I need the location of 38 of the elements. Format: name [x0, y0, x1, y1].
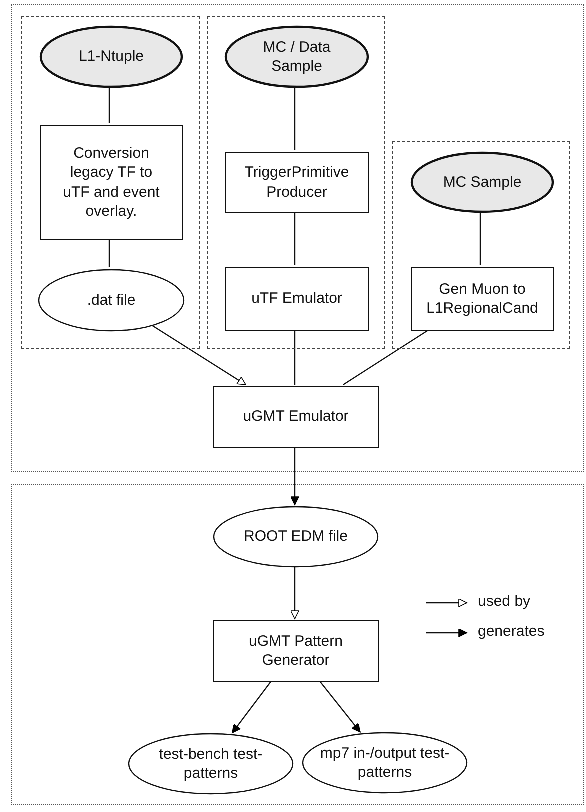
group-panel: [21, 16, 200, 349]
process-box: [40, 125, 183, 240]
file-ellipse: [302, 732, 468, 794]
node-label: ROOT EDM file: [243, 527, 349, 547]
group-panel: [207, 16, 385, 349]
node-label: TriggerPrimitive Producer: [244, 163, 350, 202]
process-box: [213, 386, 379, 448]
node-label: test-bench test-patterns: [158, 744, 264, 784]
data-source-ellipse: [40, 26, 183, 88]
node-label: .dat file: [86, 290, 137, 310]
file-ellipse: [213, 506, 379, 568]
node-label: L1-Ntuple: [78, 47, 146, 67]
node-label: Gen Muon to L1RegionalCand: [426, 280, 540, 318]
connector-arrow: [232, 680, 272, 734]
connector-arrow: [150, 324, 246, 386]
group-panel: [392, 141, 570, 349]
connector-arrow: [290, 567, 300, 620]
node-label: Conversion legacy TF to uTF and event overlay.: [62, 144, 161, 222]
node-label: MC / Data Sample: [262, 38, 332, 76]
connector-arrow: [290, 447, 300, 506]
process-box: [411, 267, 554, 331]
region-panel: [11, 4, 584, 472]
process-box: [225, 152, 369, 213]
data-source-ellipse: [411, 152, 554, 213]
region-panel: [11, 484, 584, 805]
process-box: [225, 267, 369, 331]
node-label: uGMT Pattern Generator: [248, 632, 344, 670]
file-ellipse: [38, 269, 185, 332]
connector-arrow: [319, 680, 361, 733]
legend-label: used by: [478, 593, 531, 610]
file-ellipse: [128, 733, 294, 795]
node-label: MC Sample: [442, 172, 523, 192]
node-label: mp7 in-/output test-patterns: [319, 744, 451, 782]
node-label: uTF Emulator: [250, 289, 344, 309]
process-box: [213, 620, 379, 682]
data-source-ellipse: [225, 26, 369, 88]
legend-label: generates: [478, 623, 545, 640]
node-label: uGMT Emulator: [242, 407, 350, 427]
